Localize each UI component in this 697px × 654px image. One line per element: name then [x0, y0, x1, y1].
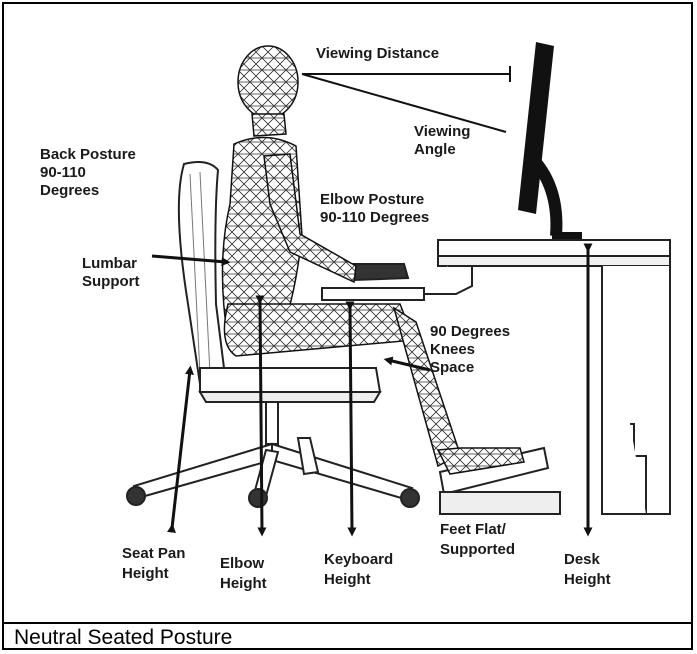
sight-lines	[302, 66, 510, 132]
label-back-posture: Back Posture 90-110 Degrees	[40, 146, 140, 199]
seat-pan-arrow	[172, 370, 190, 528]
label-keyboard-height: Keyboard Height	[324, 551, 397, 588]
label-elbow-posture: Elbow Posture 90-110 Degrees	[320, 191, 429, 226]
keyboard-height-arrow	[350, 306, 352, 532]
label-feet-flat: Feet Flat/ Supported	[440, 521, 515, 558]
figure-caption: Neutral Seated Posture	[14, 626, 232, 650]
posture-diagram: Viewing Distance Viewing Angle Back Post…	[4, 4, 693, 620]
elbow-height-arrow	[260, 300, 262, 532]
label-knees-space: 90 Degrees Knees Space	[430, 323, 514, 376]
label-viewing-distance: Viewing Distance	[316, 45, 439, 62]
label-elbow-height: Elbow Height	[220, 555, 268, 592]
label-seat-pan-height: Seat Pan Height	[122, 545, 190, 582]
monitor	[518, 42, 582, 240]
label-viewing-angle: Viewing Angle	[414, 123, 475, 158]
label-desk-height: Desk Height	[564, 551, 611, 588]
label-lumbar-support: Lumbar Support	[82, 255, 141, 290]
caption-divider	[2, 622, 693, 624]
